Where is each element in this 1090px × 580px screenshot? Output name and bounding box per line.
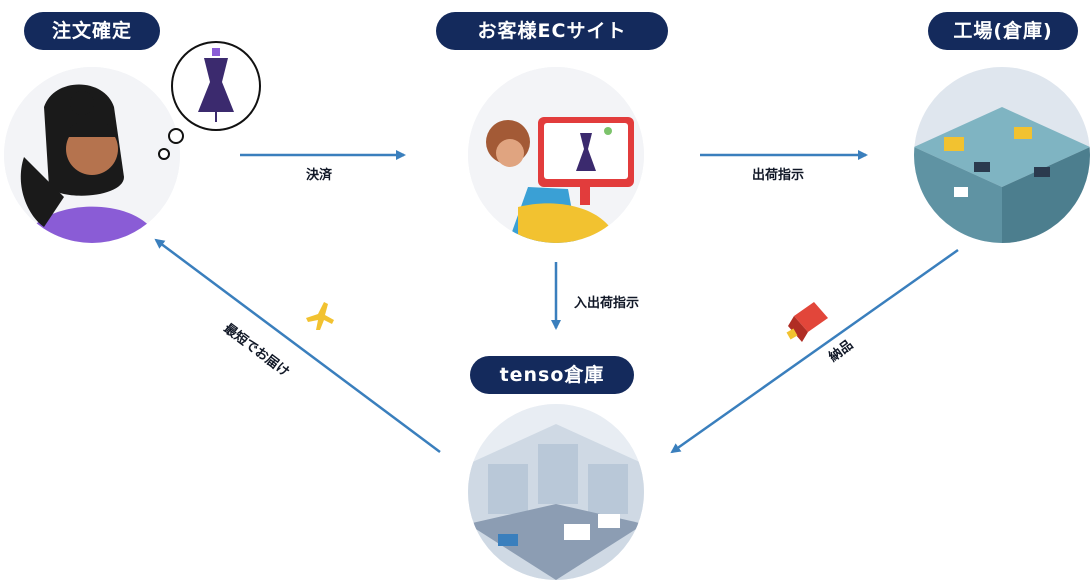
arrow-delivery: [670, 248, 959, 454]
factory-illustration: [914, 67, 1090, 243]
edge-label-payment: 決済: [306, 168, 333, 183]
dress-thought-bubble-icon: [154, 30, 264, 162]
node-title-ec-site: お客様ECサイト: [436, 12, 668, 50]
node-title-warehouse: tenso倉庫: [470, 356, 634, 394]
airplane-icon: [300, 298, 338, 336]
node-title-factory: 工場(倉庫): [928, 12, 1078, 50]
arrow-fastest-delivery: [154, 238, 441, 454]
edge-label-inout-instruction: 入出荷指示: [574, 296, 640, 311]
customer-illustration: [4, 67, 180, 243]
package-box-icon: [782, 296, 832, 344]
ec-site-illustration: [468, 67, 644, 243]
edge-label-shipping-instruction: 出荷指示: [752, 168, 805, 183]
node-title-order: 注文確定: [24, 12, 160, 50]
warehouse-illustration: [468, 404, 644, 580]
